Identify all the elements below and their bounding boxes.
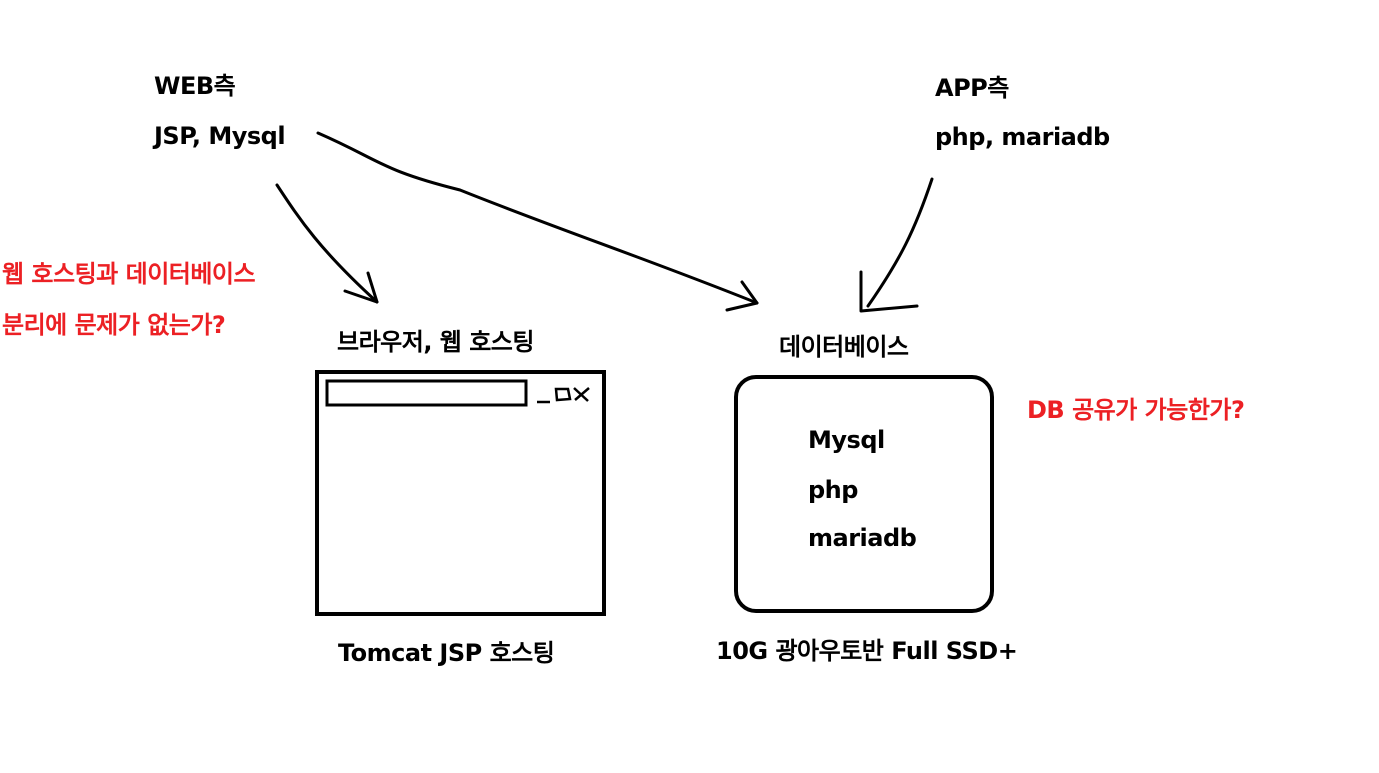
database-box-label: 데이터베이스 (779, 333, 909, 361)
app-side-stack: php, mariadb (935, 123, 1110, 151)
browser-address-bar (325, 379, 528, 407)
arrow-app-to-database (866, 177, 934, 308)
browser-box-label: 브라우저, 웹 호스팅 (337, 328, 534, 356)
browser-box-caption: Tomcat JSP 호스팅 (338, 639, 555, 667)
window-controls-icon (537, 387, 590, 404)
database-box-caption: 10G 광아우토반 Full SSD+ (716, 637, 1018, 665)
database-item-mariadb: mariadb (808, 524, 917, 552)
browser-window-sketch (315, 370, 606, 616)
arrow-web-to-browser-head-icon (343, 271, 379, 304)
arrow-web-to-database-head-icon (725, 280, 759, 312)
question-separation-line1: 웹 호스팅과 데이터베이스 (2, 260, 256, 288)
arrow-web-to-browser (275, 183, 379, 304)
database-item-php: php (808, 476, 858, 504)
browser-window-frame (315, 370, 606, 616)
question-separation-line2: 분리에 문제가 없는가? (2, 311, 226, 339)
question-db-share: DB 공유가 가능한가? (1027, 396, 1245, 424)
arrow-web-to-database (316, 131, 759, 305)
web-side-stack: JSP, Mysql (154, 122, 286, 150)
database-item-mysql: Mysql (808, 426, 885, 454)
arrow-app-to-database-head-icon (859, 270, 919, 313)
web-side-title: WEB측 (154, 72, 236, 100)
database-box-frame (734, 375, 994, 613)
app-side-title: APP측 (935, 74, 1009, 102)
